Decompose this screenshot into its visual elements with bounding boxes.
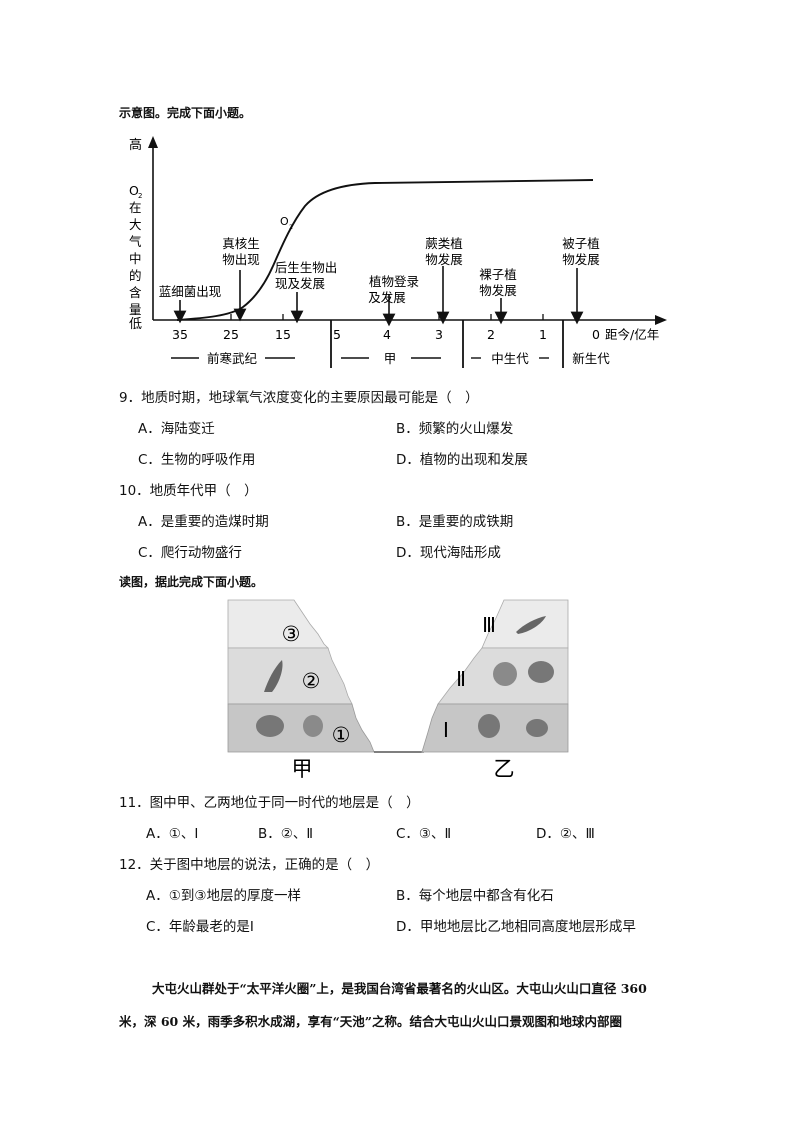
question-12-stem: 12．关于图中地层的说法，正确的是（ ） bbox=[119, 857, 380, 873]
q11-option-c: C．③、Ⅱ bbox=[396, 826, 452, 842]
event-labels: 蓝细菌出现 真核生 物出现 后生生物出 现及发展 植物登录 及发展 蕨类植 物发… bbox=[159, 236, 600, 305]
q9-option-b: B．频繁的火山爆发 bbox=[396, 421, 514, 437]
q10-option-a: A．是重要的造煤时期 bbox=[138, 514, 269, 530]
svg-text:大: 大 bbox=[129, 217, 142, 232]
question-9-stem: 9．地质时期，地球氧气浓度变化的主要原因最可能是（ ） bbox=[119, 390, 479, 406]
q10-option-c: C．爬行动物盛行 bbox=[138, 545, 242, 561]
x-tick-label: 0 bbox=[592, 327, 600, 342]
q12-option-a: A．①到③地层的厚度一样 bbox=[146, 888, 301, 904]
q9-option-c: C．生物的呼吸作用 bbox=[138, 452, 256, 468]
q12-option-d: D．甲地地层比乙地相同高度地层形成早 bbox=[396, 919, 636, 935]
q12-option-b: B．每个地层中都含有化石 bbox=[396, 888, 554, 904]
event-label: 植物登录 bbox=[369, 274, 419, 289]
y-low-label: 低 bbox=[129, 317, 142, 332]
shell-fossil-icon bbox=[528, 661, 554, 683]
era-label: 中生代 bbox=[491, 351, 529, 366]
event-label: 物发展 bbox=[562, 252, 600, 267]
svg-text:的: 的 bbox=[129, 268, 142, 283]
x-tick-label: 35 bbox=[172, 327, 188, 342]
intro-text-2: 读图，据此完成下面小题。 bbox=[119, 575, 264, 589]
svg-text:量: 量 bbox=[129, 302, 142, 317]
x-tick-label: 5 bbox=[333, 327, 341, 342]
right-strata: Ⅲ Ⅱ I bbox=[421, 599, 569, 753]
question-10-stem: 10．地质年代甲（ ） bbox=[119, 483, 258, 499]
x-tick-label: 2 bbox=[487, 327, 495, 342]
x-axis-arrow-icon bbox=[655, 315, 667, 325]
x-tick-label: 15 bbox=[275, 327, 291, 342]
passage-line-1: 大屯火山群处于“太平洋火圈”上，是我国台湾省最著名的火山区。大屯山火山口直径 3… bbox=[152, 981, 647, 996]
event-label: 物出现 bbox=[222, 252, 260, 267]
ammonite-fossil-icon bbox=[303, 715, 323, 737]
event-label: 物发展 bbox=[425, 252, 463, 267]
event-label: 后生生物出 bbox=[275, 260, 338, 275]
event-label: 真核生 bbox=[222, 236, 260, 251]
x-ticks bbox=[179, 314, 544, 320]
event-label: 及发展 bbox=[368, 290, 406, 305]
x-tick-label: 25 bbox=[223, 327, 239, 342]
left-layer-label: ② bbox=[302, 669, 321, 693]
event-label: 蓝细菌出现 bbox=[159, 284, 222, 299]
q11-option-b: B．②、Ⅱ bbox=[258, 826, 314, 842]
oxygen-chart: 高 低 O 2 在 大 气 中 的 含 量 O 2 35 25 15 5 4 3 bbox=[129, 136, 667, 368]
svg-text:含: 含 bbox=[129, 285, 142, 300]
shell-fossil-icon bbox=[478, 714, 500, 738]
shell-fossil-icon bbox=[516, 616, 546, 634]
svg-text:在: 在 bbox=[129, 200, 142, 215]
right-site-label: 乙 bbox=[494, 757, 515, 781]
left-strata: ③ ② ① bbox=[227, 599, 375, 753]
passage-line-2: 米，深 60 米，雨季多积水成湖，享有“天池”之称。结合大屯山火山口景观图和地球… bbox=[119, 1014, 622, 1029]
intro-text: 示意图。完成下面小题。 bbox=[119, 106, 252, 120]
q9-option-d: D．植物的出现和发展 bbox=[396, 452, 528, 468]
shell-fossil-icon bbox=[526, 719, 548, 737]
right-layer-label: I bbox=[443, 718, 449, 742]
q9-option-a: A．海陆变迁 bbox=[138, 421, 215, 437]
era-labels: 前寒武纪 甲 中生代 新生代 bbox=[207, 351, 610, 366]
event-label: 蕨类植 bbox=[425, 236, 463, 251]
q10-option-b: B．是重要的成铁期 bbox=[396, 514, 514, 530]
q12-option-c: C．年龄最老的是I bbox=[146, 919, 254, 935]
era-label: 前寒武纪 bbox=[207, 351, 258, 366]
y-high-label: 高 bbox=[129, 137, 142, 153]
x-tick-label: 3 bbox=[435, 327, 443, 342]
y-axis-title: O 2 在 大 气 中 的 含 量 bbox=[129, 183, 142, 317]
q11-option-d: D．②、Ⅲ bbox=[536, 826, 595, 842]
x-tick-labels: 35 25 15 5 4 3 2 1 0 bbox=[172, 327, 600, 342]
y-axis-arrow-icon bbox=[148, 136, 158, 148]
shell-fossil-icon bbox=[256, 715, 284, 737]
curve-label: O bbox=[280, 215, 289, 228]
svg-text:气: 气 bbox=[129, 234, 142, 249]
event-arrows bbox=[173, 266, 584, 327]
svg-text:O: O bbox=[129, 183, 139, 198]
q10-option-d: D．现代海陆形成 bbox=[396, 545, 501, 561]
right-layer-label: Ⅱ bbox=[456, 667, 466, 691]
shell-fossil-icon bbox=[264, 660, 283, 692]
svg-text:中: 中 bbox=[129, 251, 142, 266]
q11-option-a: A．①、I bbox=[146, 826, 199, 842]
event-label: 现及发展 bbox=[275, 276, 325, 291]
o2-curve bbox=[176, 179, 594, 321]
strata-figure: ③ ② ① Ⅲ Ⅱ I 甲 乙 bbox=[227, 599, 569, 781]
left-layer-label: ③ bbox=[282, 622, 301, 646]
left-site-label: 甲 bbox=[292, 757, 313, 781]
svg-text:2: 2 bbox=[289, 223, 293, 231]
left-layer-label: ① bbox=[332, 723, 351, 747]
svg-text:2: 2 bbox=[138, 192, 142, 200]
question-11-stem: 11．图中甲、乙两地位于同一时代的地层是（ ） bbox=[119, 795, 420, 811]
era-label: 新生代 bbox=[572, 351, 610, 366]
x-tick-label: 4 bbox=[383, 327, 391, 342]
era-label: 甲 bbox=[384, 351, 397, 366]
x-tick-label: 1 bbox=[539, 327, 547, 342]
event-label: 被子植 bbox=[562, 236, 600, 251]
event-label: 裸子植 bbox=[479, 267, 517, 282]
era-separators bbox=[330, 320, 564, 368]
event-label: 物发展 bbox=[479, 283, 517, 298]
right-layer-label: Ⅲ bbox=[482, 613, 496, 637]
ammonite-fossil-icon bbox=[493, 662, 517, 686]
x-axis-unit: 距今/亿年 bbox=[605, 327, 659, 342]
